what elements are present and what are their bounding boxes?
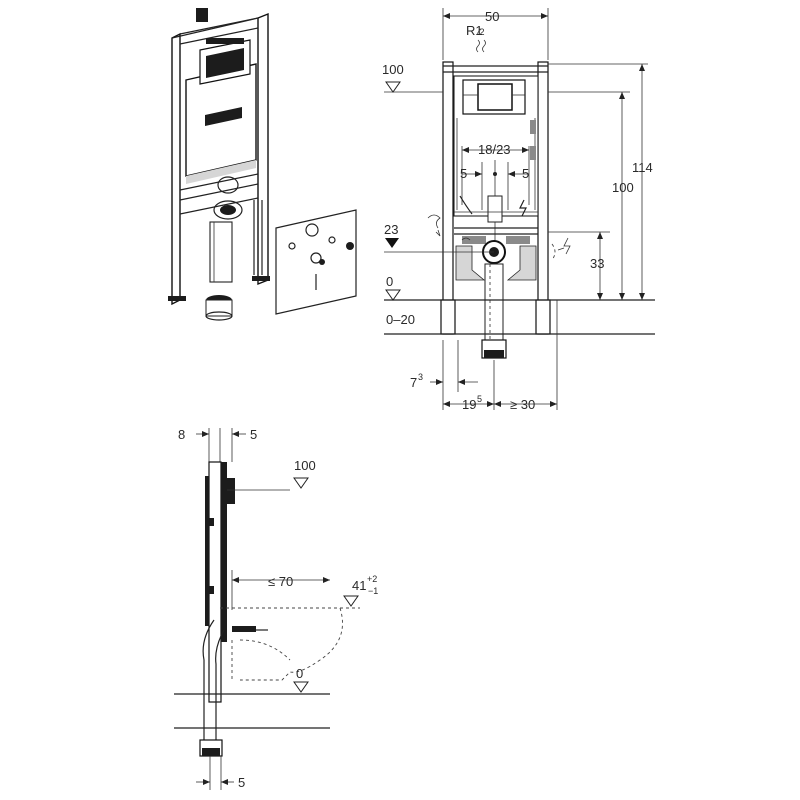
label-width-50: 50 <box>485 9 499 24</box>
label-side-100: 100 <box>294 458 316 473</box>
label-dim-7: 7 <box>410 375 417 390</box>
label-side-8: 8 <box>178 427 185 442</box>
label-offset-5-right: 5 <box>522 166 529 181</box>
label-level-100-right: 100 <box>612 180 634 195</box>
label-floor-0-20: 0–20 <box>386 312 415 327</box>
label-side-41: 41 <box>352 578 366 593</box>
label-spacing-18-23: 18/23 <box>478 142 511 157</box>
label-thread: R1 <box>466 23 483 38</box>
label-level-23: 23 <box>384 222 398 237</box>
isometric-view <box>168 8 357 321</box>
water-inlet-icon <box>427 214 471 241</box>
label-offset-5-left: 5 <box>460 166 467 181</box>
label-thread-frac: ⁄2 <box>476 27 485 37</box>
water-supply-icon <box>476 39 486 53</box>
top-valve-icon <box>196 8 208 22</box>
label-dim-ge30: ≥ 30 <box>510 397 535 412</box>
label-dim-19: 19 <box>462 397 476 412</box>
label-dim-7-sup: 3 <box>418 372 423 382</box>
label-side-le70: ≤ 70 <box>268 574 293 589</box>
label-level-114: 114 <box>632 160 653 175</box>
level-marker-icon <box>385 81 401 93</box>
label-side-0: 0 <box>296 666 303 681</box>
label-side-41-sup: +2 <box>367 574 377 584</box>
electrical-icon <box>519 199 527 217</box>
label-level-33: 33 <box>590 256 604 271</box>
front-view: 50 R1 ⁄2 18/23 <box>382 8 655 412</box>
label-side-41-sub: −1 <box>368 586 378 596</box>
side-view: 8 5 100 ≤ 70 41 +2 −1 0 <box>174 427 378 790</box>
label-side-5-top: 5 <box>250 427 257 442</box>
label-level-0: 0 <box>386 274 393 289</box>
noise-icon <box>551 237 571 261</box>
label-side-5-bottom: 5 <box>238 775 245 790</box>
label-level-100: 100 <box>382 62 404 77</box>
label-dim-19-sup: 5 <box>477 394 482 404</box>
